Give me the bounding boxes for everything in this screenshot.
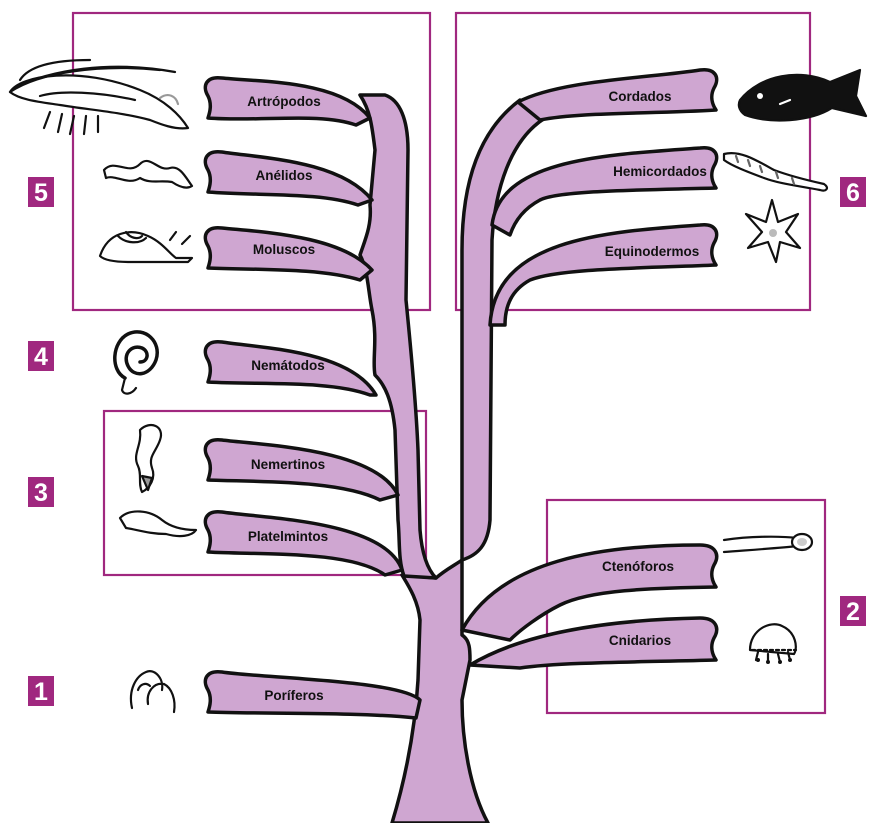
branch-moluscos [203,226,374,282]
branch-equinodermos [488,223,719,327]
branch-cordados [516,68,719,122]
fish-icon [737,68,868,122]
group-badge-4: 4 [28,341,54,371]
label-ctenoforos: Ctenóforos [602,559,674,574]
label-artropodos: Artrópodos [247,94,321,109]
branch-platelmintos [203,510,404,577]
snail-icon [98,230,194,264]
label-nematodos: Nemátodos [251,358,325,373]
svg-text:5: 5 [34,179,48,207]
sponge-icon [129,670,176,714]
group-badge-2: 2 [840,596,866,626]
group-3-box [102,409,428,577]
svg-text:4: 4 [34,343,48,371]
tree [203,68,719,823]
comb-jelly-icon [722,532,814,554]
label-nemertinos: Nemertinos [251,457,325,472]
left-stem [358,93,438,580]
group-badge-3: 3 [28,477,54,507]
group-badge-5: 5 [28,177,54,207]
shrimp-icon [8,58,190,136]
branch-cnidarios [468,616,719,670]
branch-hemicordados [490,146,719,237]
starfish-icon [744,198,802,264]
group-6-box [454,11,812,312]
svg-text:2: 2 [846,598,860,626]
acorn-worm-icon [722,152,829,192]
label-platelmintos: Platelmintos [248,529,328,544]
worm-icon [102,159,194,189]
group-2-box [545,498,827,715]
branch-artropodos [203,76,372,127]
flatworm-icon [118,510,198,538]
svg-text:1: 1 [34,678,48,706]
jellyfish-icon [748,623,798,664]
svg-text:6: 6 [846,179,860,207]
phylum-labels: Artrópodos Anélidos Moluscos Nemátodos N… [247,89,707,703]
branch-nemertinos [203,438,400,502]
label-moluscos: Moluscos [253,242,315,257]
label-hemicordados: Hemicordados [613,164,707,179]
branch-poriferos [203,670,422,720]
label-poriferos: Poríferos [264,688,323,703]
ribbon-worm-icon [134,423,163,494]
group-badge-6: 6 [840,177,866,207]
label-cordados: Cordados [608,89,671,104]
branch-anelidos [203,150,374,207]
branch-ctenoforos [460,543,719,642]
branch-nematodos [203,340,378,397]
group-5-box [71,11,432,312]
label-equinodermos: Equinodermos [605,244,700,259]
group-badge-1: 1 [28,676,54,706]
animal-illustrations [8,58,868,714]
label-anelidos: Anélidos [255,168,312,183]
label-cnidarios: Cnidarios [609,633,671,648]
coiled-worm-icon [113,330,159,395]
group-badges: 1 2 3 4 5 6 [28,177,866,706]
right-stem [460,98,547,562]
svg-text:3: 3 [34,479,48,507]
